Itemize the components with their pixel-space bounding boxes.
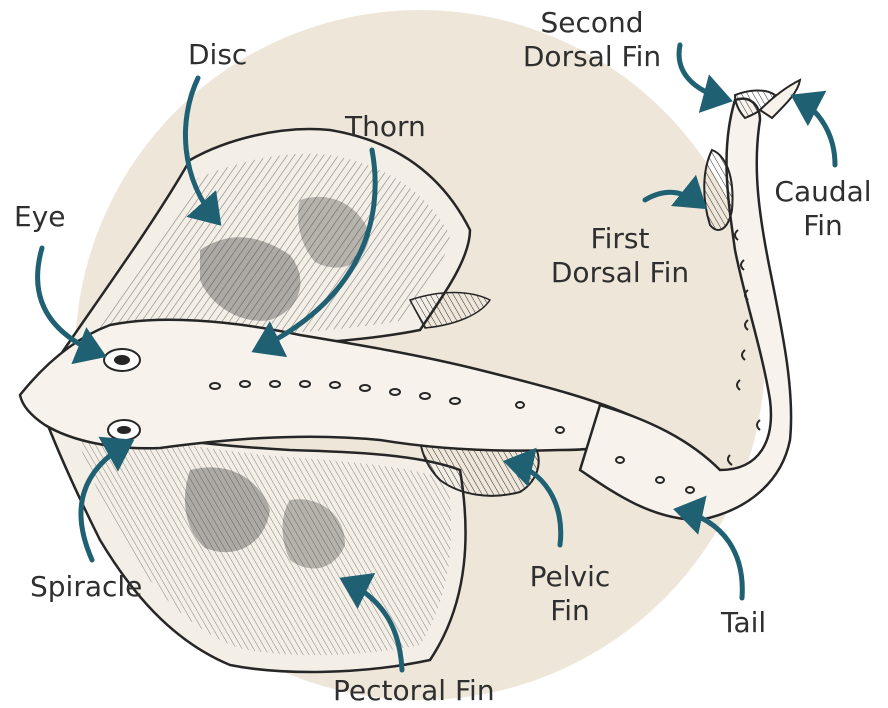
second-dorsal-fin-arrow bbox=[679, 45, 728, 100]
eye-label: Eye bbox=[14, 200, 66, 234]
pectoral-fin-label: Pectoral Fin bbox=[333, 674, 495, 708]
caudal-fin-label-line1: Caudal bbox=[768, 175, 878, 209]
thorn-label: Thorn bbox=[345, 110, 426, 144]
disc-label: Disc bbox=[188, 38, 247, 72]
first-dorsal-fin-label: First Dorsal Fin bbox=[540, 222, 700, 290]
pelvic-fin-label: Pelvic Fin bbox=[520, 560, 620, 628]
spiracle-label: Spiracle bbox=[30, 570, 142, 604]
spiracle-lower bbox=[108, 420, 140, 440]
caudal-fin-arrow bbox=[795, 97, 835, 165]
second-dorsal-fin-label: Second Dorsal Fin bbox=[512, 6, 672, 74]
caudal-fin-label-line2: Fin bbox=[768, 209, 878, 243]
pelvic-fin-label-line1: Pelvic bbox=[520, 560, 620, 594]
first-dorsal-fin-label-line1: First bbox=[540, 222, 700, 256]
first-dorsal-fin-label-line2: Dorsal Fin bbox=[540, 256, 700, 290]
second-dorsal-fin-label-line2: Dorsal Fin bbox=[512, 40, 672, 74]
second-dorsal-fin-label-line1: Second bbox=[512, 6, 672, 40]
tail-label: Tail bbox=[721, 606, 766, 640]
eye-upper bbox=[104, 349, 140, 371]
caudal-fin-label: Caudal Fin bbox=[768, 175, 878, 243]
pelvic-fin-label-line2: Fin bbox=[520, 594, 620, 628]
